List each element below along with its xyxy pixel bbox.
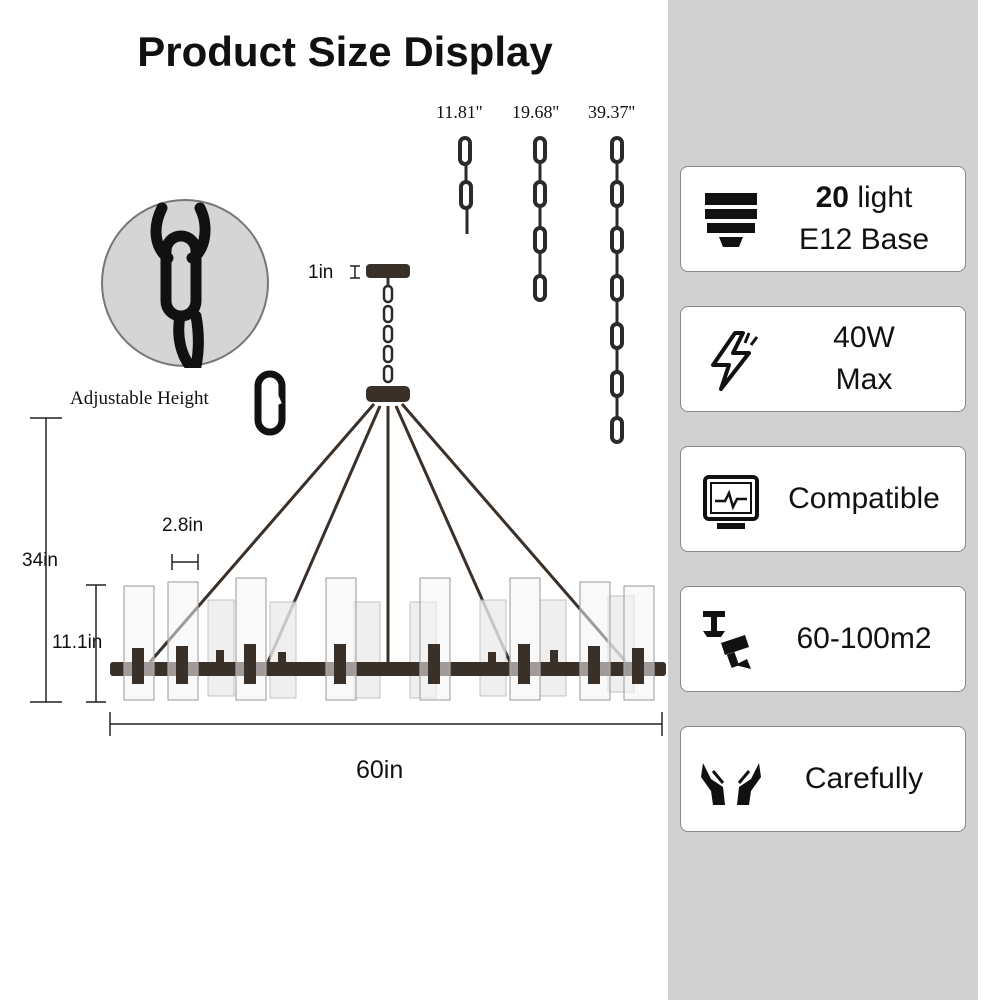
dimmer-icon [703, 475, 759, 529]
dimmer-compatible: Compatible [788, 482, 940, 515]
wattage-value: 40W [833, 321, 895, 354]
bulb-count-unit: light [857, 181, 913, 214]
lightning-icon [711, 331, 759, 391]
shade-height-label: 11.1in [52, 632, 103, 653]
page-title: Product Size Display [137, 28, 553, 75]
feature-card-wattage: 40W Max [680, 306, 966, 412]
chain-length-medium: 19.68'' [512, 102, 559, 122]
glass-width-label: 2.8in [162, 515, 204, 536]
wattage-max: Max [835, 363, 893, 396]
chain-samples [458, 136, 624, 444]
canopy-height-label: 1in [308, 262, 334, 283]
ceiling-lamp-icon [703, 611, 751, 669]
bulb-base-type: E12 Base [798, 223, 930, 256]
coverage-area: 60-100m2 [796, 622, 932, 655]
total-width-label: 60in [356, 756, 404, 784]
chain-link [459, 180, 473, 210]
fragile-hands-icon [701, 763, 761, 805]
feature-card-bulbs: 20 light E12 Base [680, 166, 966, 272]
feature-card-handling: Carefully [680, 726, 966, 832]
handling-note: Carefully [804, 762, 924, 795]
chain-length-short: 11.81'' [436, 102, 483, 122]
dimension-lines [30, 265, 663, 736]
bulb-count: 20 [815, 181, 849, 214]
feature-card-area: 60-100m2 [680, 586, 966, 692]
bulb-base-icon [705, 193, 757, 247]
chandelier-drawing [30, 264, 666, 736]
chain-link-icon [254, 370, 286, 436]
chain-closeup [101, 199, 269, 368]
center-hub [366, 386, 410, 402]
adjustable-height-label: Adjustable Height [70, 388, 209, 409]
feature-card-dimmer: Compatible [680, 446, 966, 552]
total-height-label: 34in [22, 550, 58, 571]
canopy [366, 264, 410, 278]
chain-link [458, 136, 472, 166]
chain-length-long: 39.37'' [588, 102, 635, 122]
